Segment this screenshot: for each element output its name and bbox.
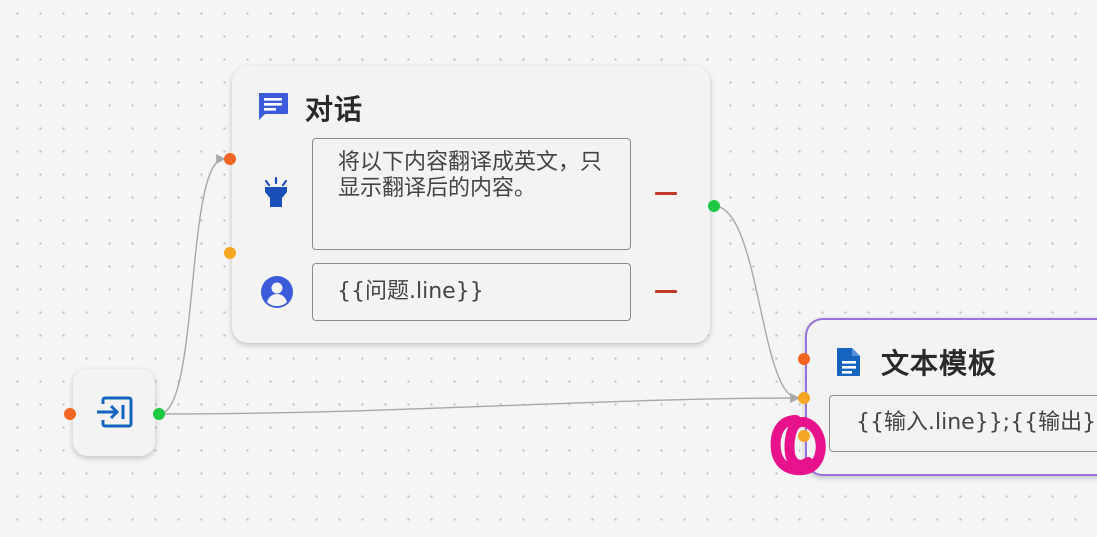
edge-input-to-chat: [158, 154, 226, 415]
chat-node[interactable]: 对话 将以下内容翻译成英文，只显示翻译后的内容。 {{问题.line}}: [232, 66, 710, 343]
template-variable-handle-1[interactable]: [798, 392, 810, 404]
edge-chat-to-template: [713, 205, 800, 403]
remove-user-message-button[interactable]: [655, 290, 677, 293]
input-node[interactable]: [73, 369, 155, 456]
template-variable-handle-2[interactable]: [798, 430, 810, 442]
flashlight-icon: [261, 176, 291, 213]
chat-input-handle[interactable]: [224, 153, 236, 165]
chat-output-handle[interactable]: [708, 200, 720, 212]
user-message-input[interactable]: {{问题.line}}: [312, 263, 631, 321]
input-arrow-icon: [95, 395, 133, 433]
template-input-handle[interactable]: [798, 353, 810, 365]
user-circle-icon: [260, 275, 294, 313]
system-message-input[interactable]: 将以下内容翻译成英文，只显示翻译后的内容。: [312, 138, 631, 250]
text-template-title: 文本模板: [881, 347, 998, 380]
input-node-output-handle[interactable]: [153, 408, 165, 420]
chat-bubble-icon: [256, 90, 290, 126]
template-text-input[interactable]: {{输入.line}};{{输出}}: [829, 395, 1097, 452]
chat-node-title: 对话: [305, 93, 364, 126]
text-template-node[interactable]: 文本模板 {{输入.line}};{{输出}}: [805, 318, 1097, 476]
chat-secondary-input-handle[interactable]: [224, 247, 236, 259]
document-icon: [835, 346, 863, 382]
edge-input-to-template: [158, 393, 800, 415]
input-node-in-handle[interactable]: [64, 408, 76, 420]
remove-system-message-button[interactable]: [655, 192, 677, 195]
